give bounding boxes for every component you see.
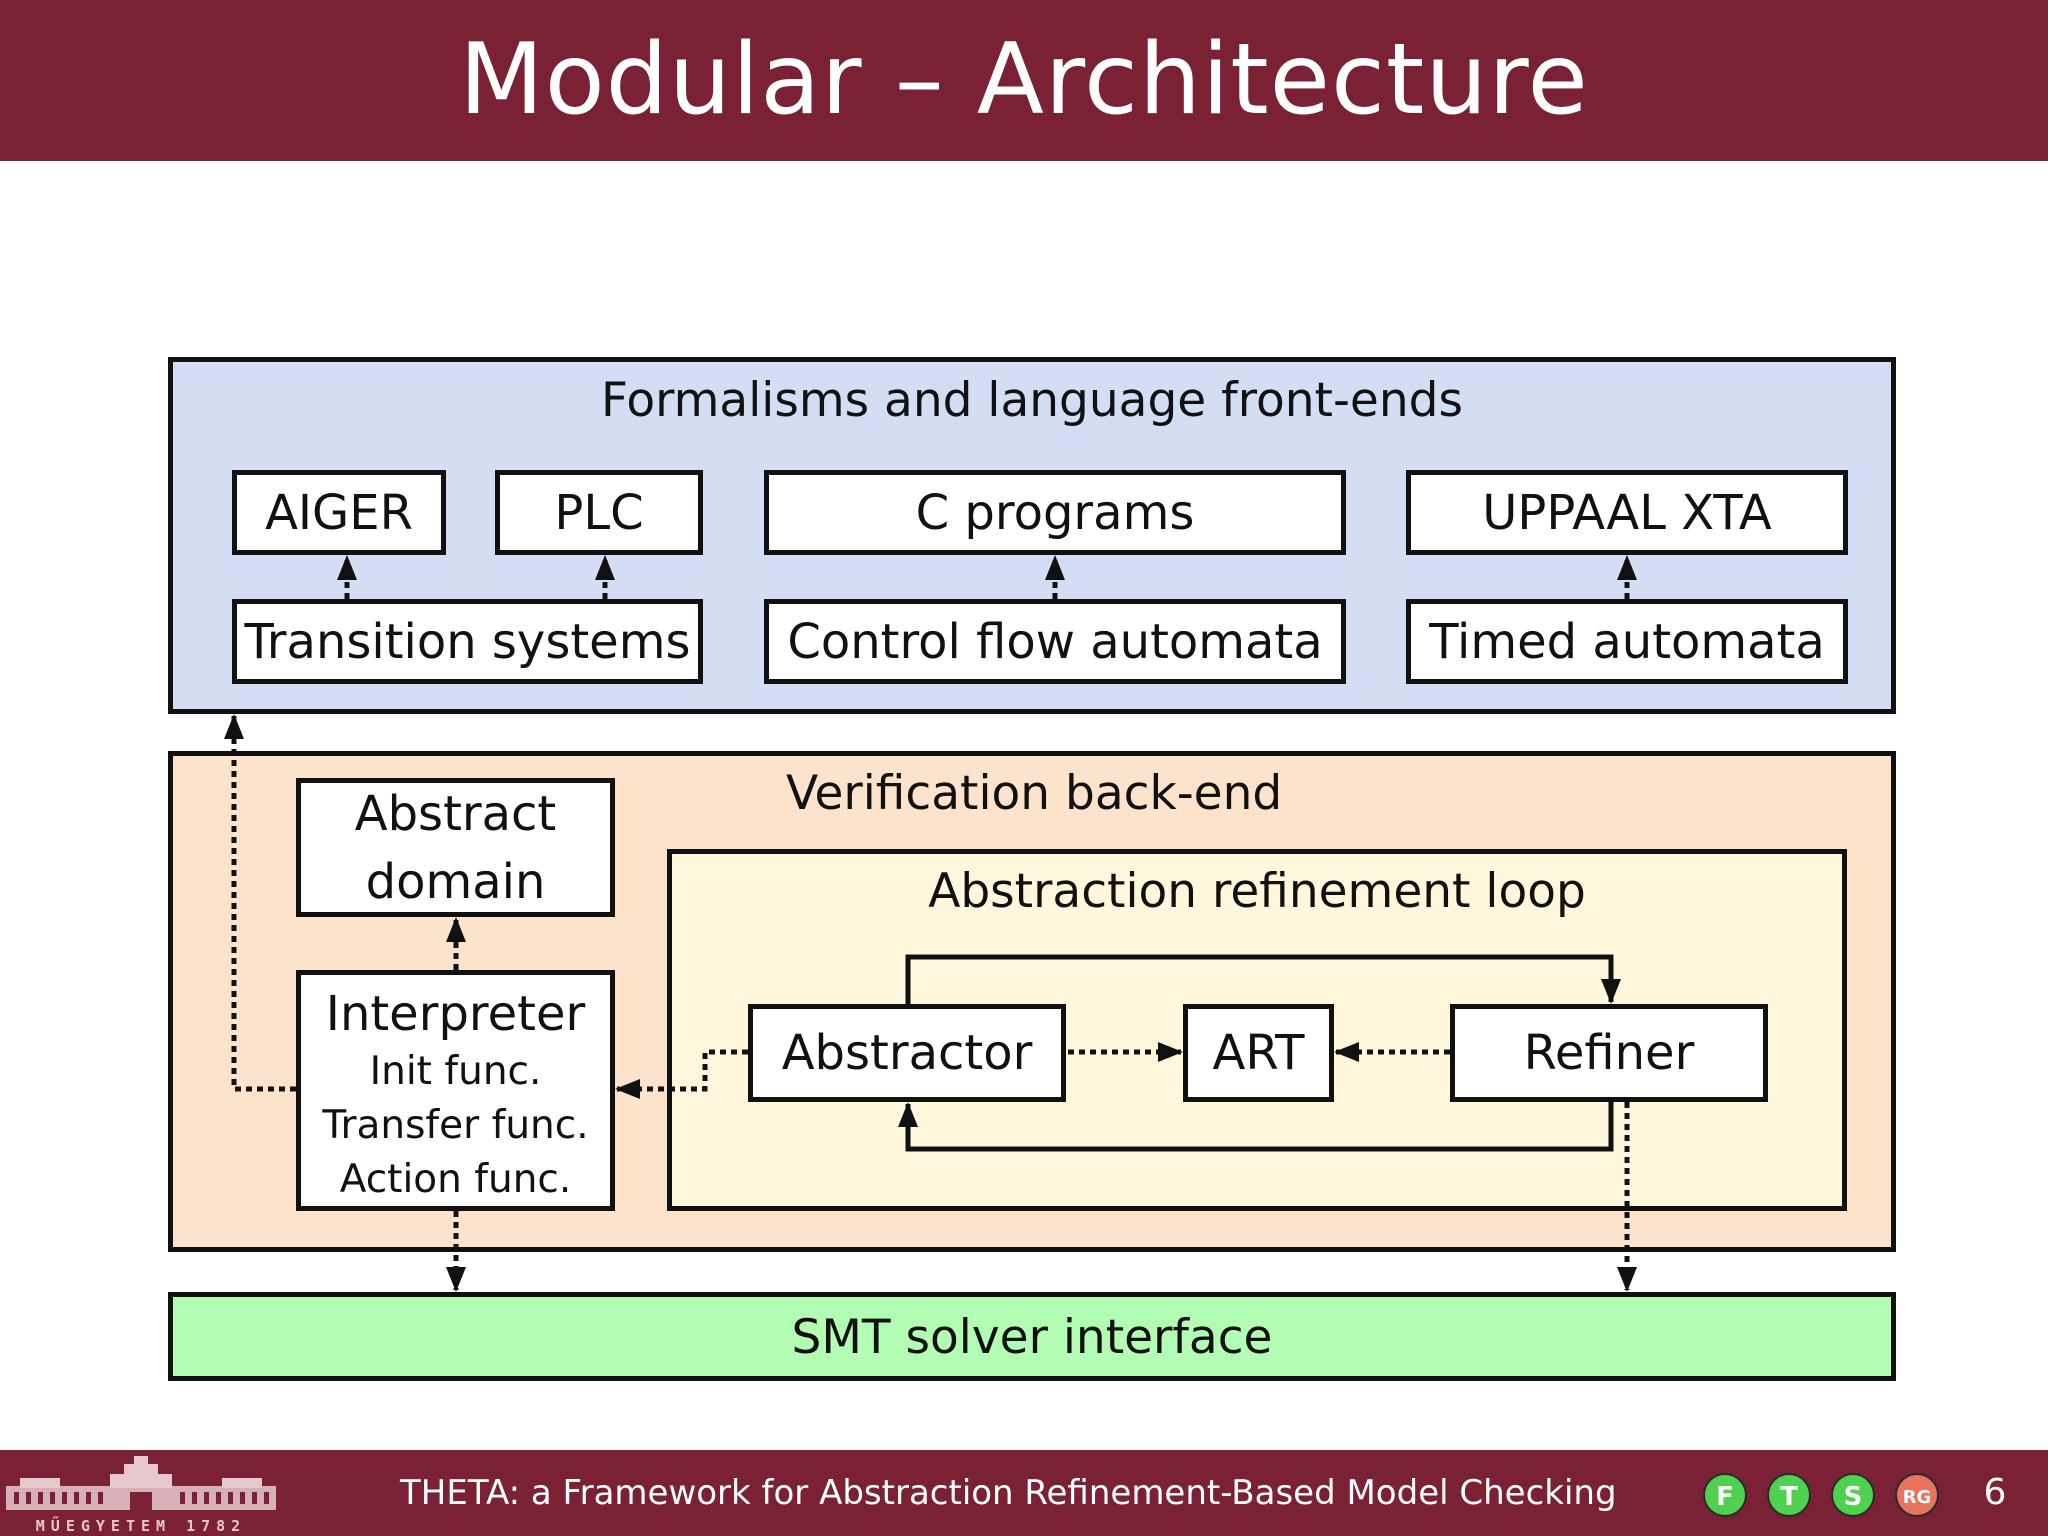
logo-letter-s: S	[1844, 1482, 1863, 1512]
init-func-label: Init func.	[369, 1049, 542, 1094]
smt-solver-label: SMT solver interface	[791, 1310, 1273, 1365]
art-box: ART	[1183, 1004, 1334, 1102]
footer-title: THETA: a Framework for Abstraction Refin…	[400, 1473, 1617, 1513]
plc-box: PLC	[495, 470, 703, 555]
abstractor-box: Abstractor	[748, 1004, 1066, 1102]
transfer-func-label: Transfer func.	[322, 1103, 589, 1148]
frontends-label: Formalisms and language front-ends	[601, 373, 1463, 428]
backend-label: Verification back-end	[786, 766, 1283, 821]
logo-letter-t: T	[1780, 1482, 1798, 1512]
abstract-domain-line1: Abstract	[354, 785, 557, 842]
loop-label: Abstraction refinement loop	[928, 864, 1586, 919]
interpreter-box: Interpreter Init func. Transfer func. Ac…	[296, 970, 615, 1211]
transition-systems-box: Transition systems	[232, 599, 703, 684]
control-flow-automata-box: Control flow automata	[764, 599, 1346, 684]
refiner-box: Refiner	[1450, 1004, 1768, 1102]
smt-solver-section	[168, 1292, 1896, 1381]
slide-title: Modular – Architecture	[459, 23, 1589, 137]
title-bar	[0, 0, 2048, 161]
c-programs-box: C programs	[764, 470, 1346, 555]
timed-automata-box: Timed automata	[1406, 599, 1848, 684]
ftsrg-logo: F T S RG	[1703, 1473, 1939, 1517]
university-logo: MŰEGYETEM 1782	[6, 1456, 276, 1535]
university-caption: MŰEGYETEM 1782	[36, 1515, 246, 1535]
logo-letters-rg: RG	[1903, 1487, 1932, 1508]
abstract-domain-line2: domain	[365, 853, 546, 910]
page-number: 6	[1983, 1472, 2007, 1513]
interpreter-title: Interpreter	[325, 986, 586, 1042]
abstract-domain-box: Abstract domain	[296, 778, 615, 917]
logo-letter-f: F	[1716, 1482, 1734, 1512]
uppaal-xta-box: UPPAAL XTA	[1406, 470, 1848, 555]
aiger-box: AIGER	[232, 470, 446, 555]
action-func-label: Action func.	[339, 1157, 572, 1202]
